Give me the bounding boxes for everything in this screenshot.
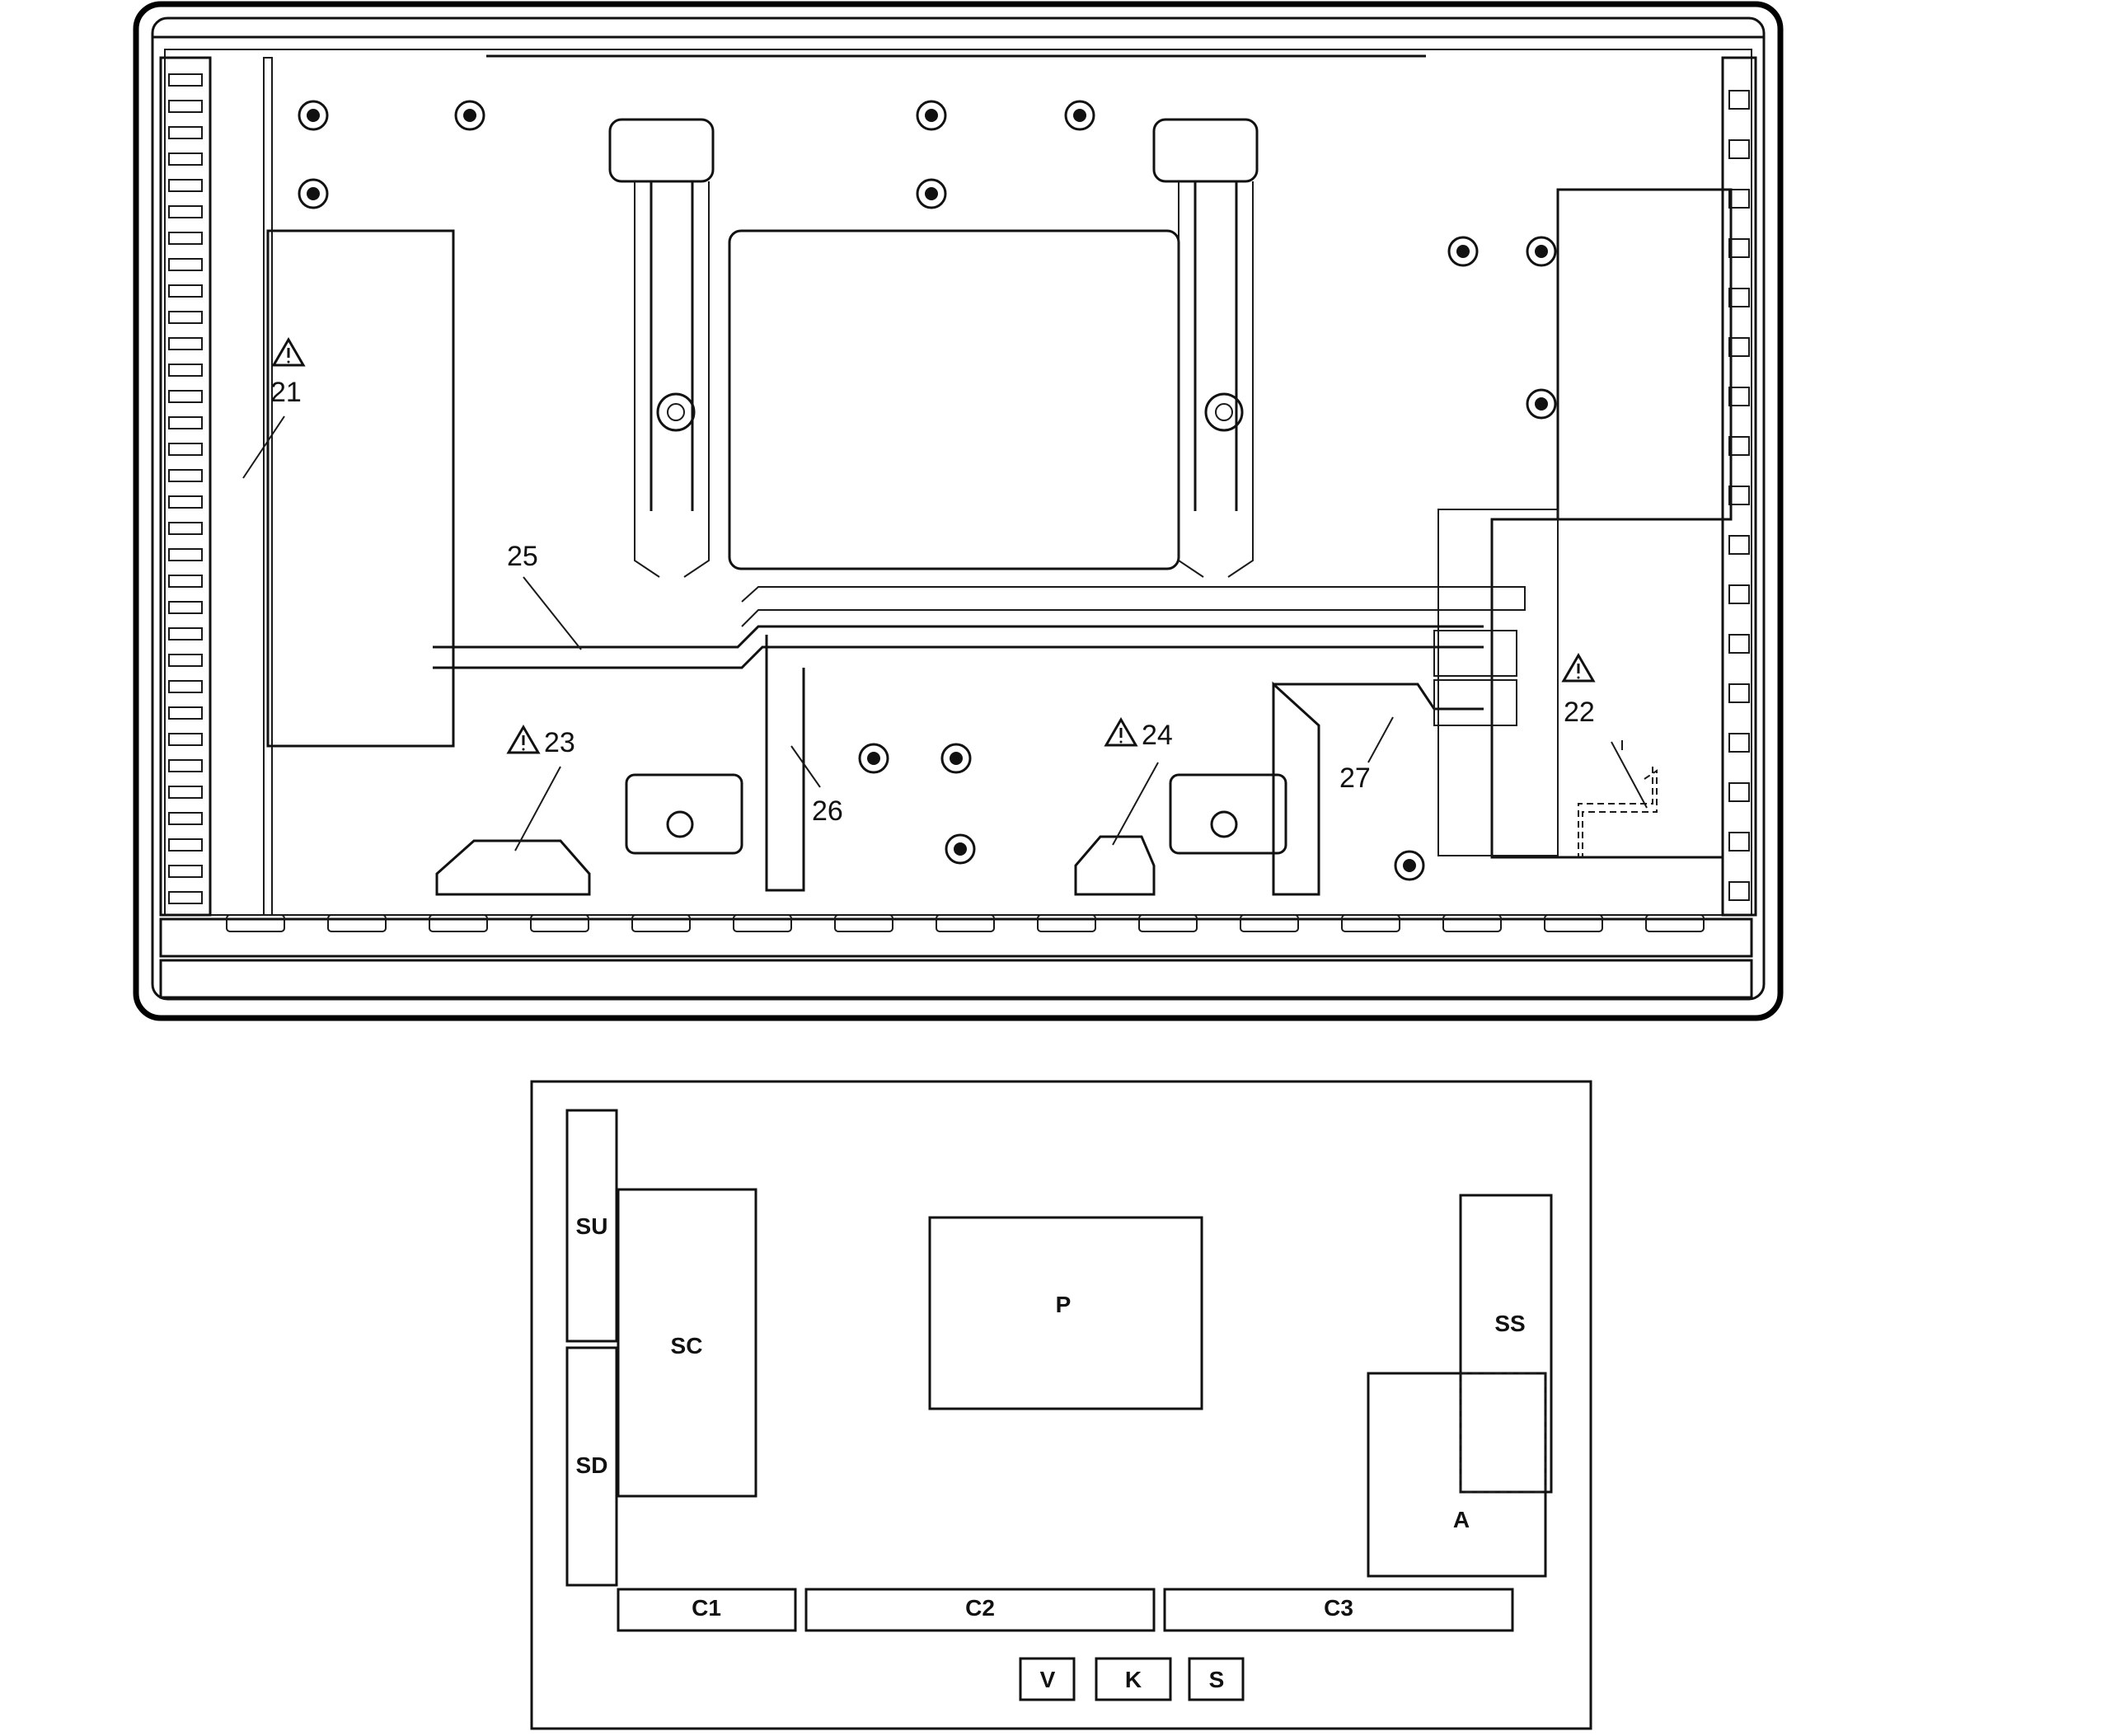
board-c3-label: C3 [1324,1595,1353,1621]
warning-triangle-icon [1561,653,1596,683]
callout-24: 24 [1142,720,1173,751]
callout-27: 27 [1339,762,1371,794]
ss-board [1556,188,1733,521]
board-a [1367,1372,1547,1578]
exploded-view: 21 22 23 24 25 26 27 [133,1,1784,1021]
right-connector-strip [1721,56,1757,917]
warning-triangle-icon [506,725,541,754]
board-sd [565,1346,618,1587]
board-s-label: S [1209,1667,1225,1692]
board-k [1095,1657,1172,1701]
callout-22: 22 [1564,697,1595,728]
board-a-label: A [1453,1507,1470,1532]
warning-triangle-icon [1104,717,1138,747]
stand-bracket-left [608,118,743,855]
screw-holes [298,100,1557,881]
chassis-panel-edge [164,49,1752,916]
bottom-frame-strip [159,959,1753,999]
board-p [928,1216,1203,1410]
board-v-label: V [1040,1667,1056,1692]
board-su [565,1109,618,1343]
board-ss-hidden-edge [1460,1372,1546,1493]
leader-lines [242,415,1648,852]
chassis-outer-frame [133,1,1784,1021]
board-c2 [804,1588,1156,1632]
board-s [1188,1657,1245,1701]
board-ss-label: SS [1494,1311,1525,1336]
left-connector-strip [159,56,212,917]
stand-bracket-right [1152,118,1287,855]
board-ss [1459,1194,1553,1494]
callout-25: 25 [507,541,538,572]
board-layout: SU SD SC P SS A C1 C2 C3 V K S [530,1080,1592,1730]
warning-triangle-icon [271,337,306,367]
bottom-connector-row [226,914,1705,932]
board-k-label: K [1125,1667,1142,1692]
callout-23: 23 [544,727,575,758]
board-c1 [617,1588,797,1632]
callout-26: 26 [812,795,843,827]
board-c3 [1163,1588,1514,1632]
connector-24-housing [1074,835,1156,896]
a-board [1490,518,1724,859]
flat-cables [433,586,1526,896]
board-p-label: P [1056,1292,1072,1317]
board-sc [617,1188,757,1498]
board-layout-frame [530,1080,1592,1730]
board-sc-label: SC [671,1333,703,1358]
board-c2-label: C2 [965,1595,995,1621]
chassis-inner-frame [151,16,1766,1001]
board-c1-label: C1 [692,1595,721,1621]
dashed-cable-22 [1578,767,1658,857]
board-sd-label: SD [576,1452,608,1478]
p-board [728,229,1180,570]
sc-board [266,229,455,748]
callout-21: 21 [270,377,302,408]
connector-23-housing [435,839,591,896]
bottom-rail [159,917,1753,958]
board-su-label: SU [576,1213,608,1239]
board-v [1019,1657,1076,1701]
